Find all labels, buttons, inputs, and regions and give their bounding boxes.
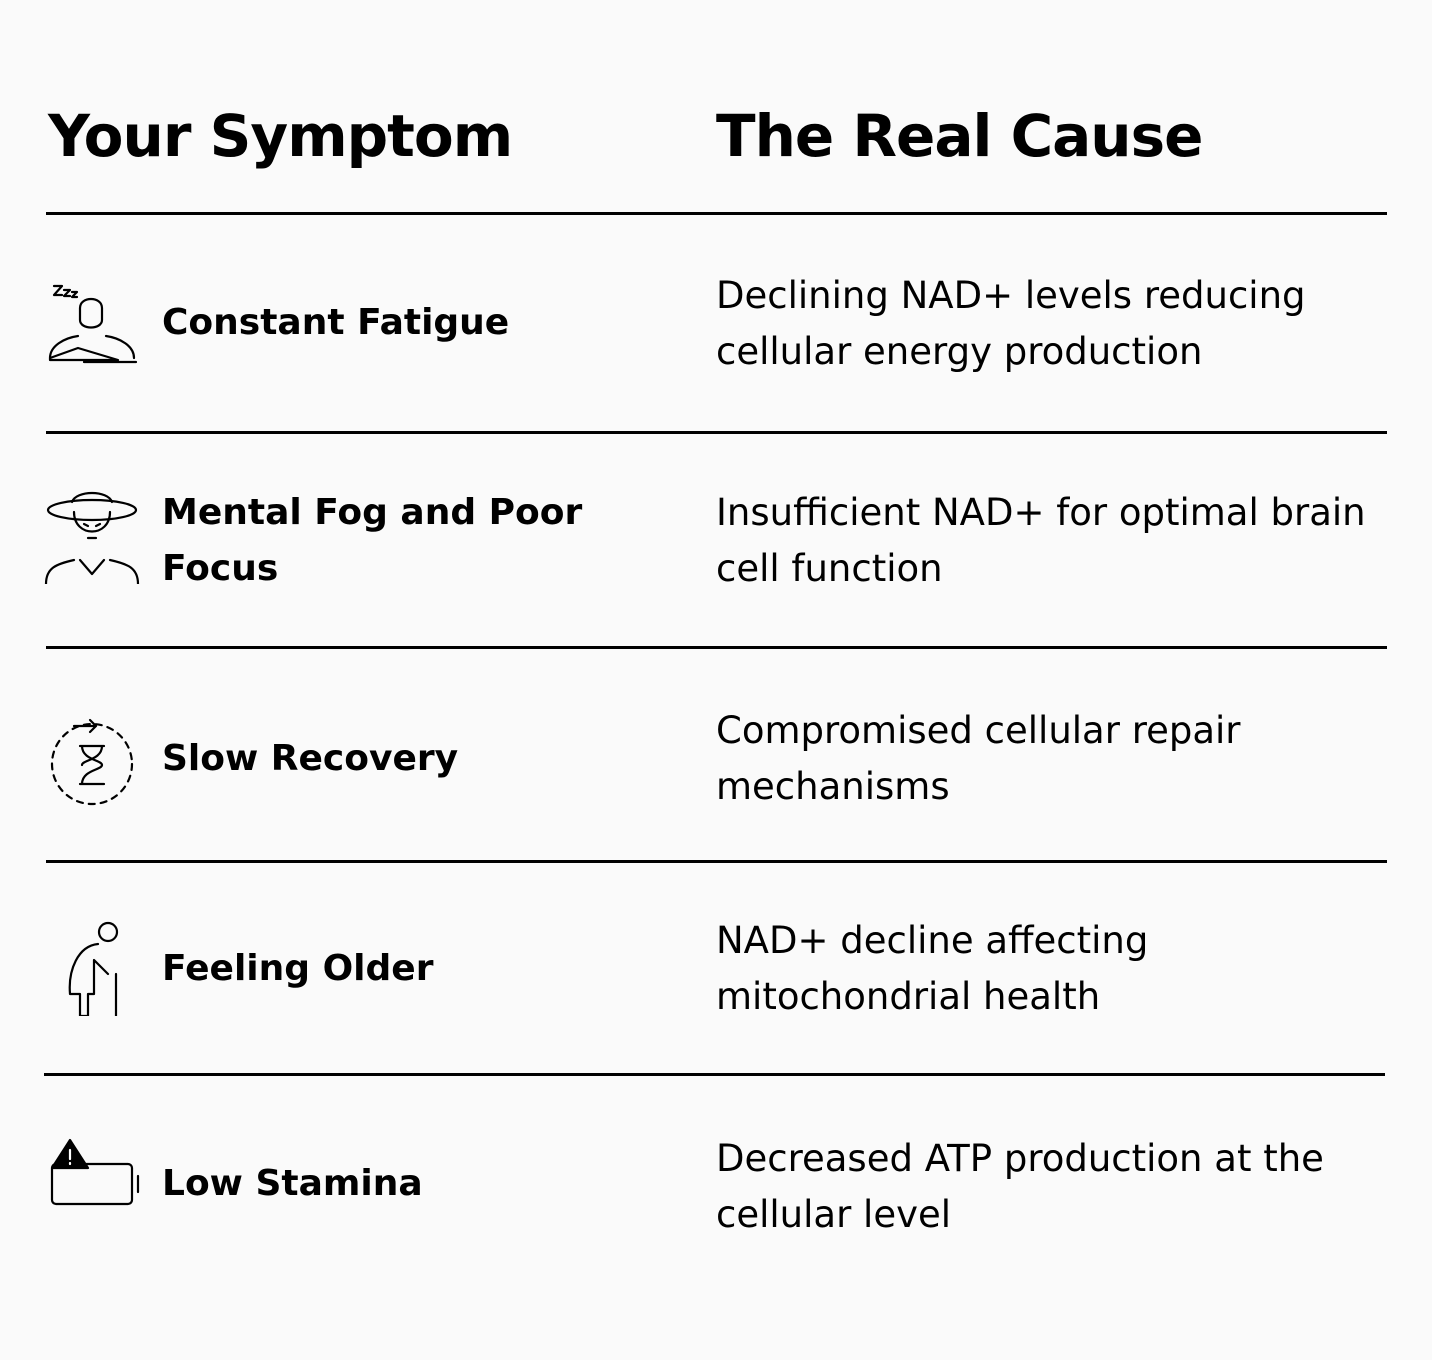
cause-text: Compromised cellular repair mechanisms [716, 709, 1241, 808]
symptom-label: Constant Fatigue [162, 302, 510, 343]
symptom-column-header: Your Symptom [48, 102, 513, 170]
low-battery-warning-icon [44, 1132, 140, 1228]
dizzy-person-icon [44, 488, 140, 586]
symptom-label: Feeling Older [162, 948, 434, 989]
symptom-label: Slow Recovery [162, 738, 459, 779]
divider [46, 212, 1387, 215]
divider [46, 431, 1387, 434]
cause-text: Decreased ATP production at the cellular… [716, 1137, 1324, 1236]
cause-text: NAD+ decline affecting mitochondrial hea… [716, 919, 1149, 1018]
symptom-label: Low Stamina [162, 1163, 423, 1204]
divider [44, 1073, 1385, 1076]
hourglass-cycle-icon [44, 712, 140, 808]
symptom-label: Mental Fog and Poor Focus [162, 492, 583, 589]
sleeping-person-icon [44, 278, 140, 374]
divider [46, 646, 1387, 649]
cause-text: Declining NAD+ levels reducing cellular … [716, 274, 1306, 373]
elderly-person-cane-icon [44, 920, 140, 1018]
cause-column-header: The Real Cause [716, 102, 1203, 170]
cause-text: Insufficient NAD+ for optimal brain cell… [716, 491, 1366, 590]
divider [46, 860, 1387, 863]
